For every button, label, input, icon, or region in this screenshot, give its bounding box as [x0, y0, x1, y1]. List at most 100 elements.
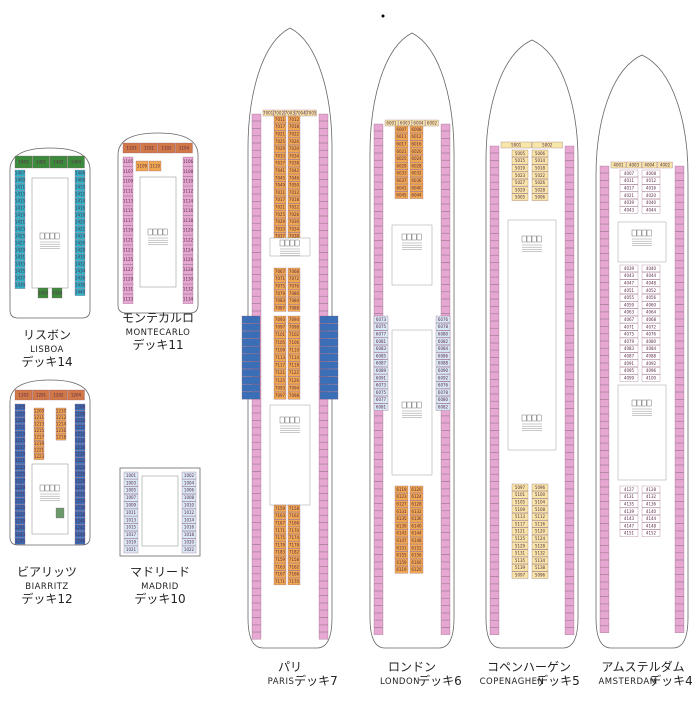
cabin-box — [287, 519, 301, 527]
cabin-box — [409, 544, 424, 552]
cabin-box — [674, 216, 685, 225]
cabin-box — [251, 442, 262, 450]
cabin-number: 1424 — [75, 234, 86, 239]
cabin-number: 1237 — [15, 512, 26, 517]
cabin-box — [489, 445, 500, 453]
cabin-box — [564, 211, 575, 219]
cabin: 1223 — [14, 464, 26, 471]
cabin-box — [674, 165, 685, 174]
cabin-box — [373, 138, 384, 146]
cabin — [440, 605, 451, 613]
cabin-number: 1006 — [184, 488, 195, 493]
cabin-number: 7171 — [275, 579, 286, 584]
cabin — [489, 218, 500, 227]
cabin-number: 1114 — [183, 198, 194, 203]
cabin — [564, 532, 575, 540]
cabin-box — [319, 376, 339, 385]
cabin — [318, 201, 329, 209]
cabin: 1022 — [181, 545, 197, 554]
cabin: 5128 — [531, 542, 549, 550]
cabin-box — [14, 253, 26, 261]
cabin — [599, 603, 610, 612]
cabin-box — [373, 627, 384, 635]
elevator-icon — [531, 235, 537, 243]
cabin: 1434 — [51, 287, 63, 299]
cabin-box — [123, 494, 139, 502]
cabin-number: 6131 — [396, 509, 407, 514]
cabin: 5096 — [531, 571, 549, 579]
cabin — [599, 165, 610, 174]
cabin — [564, 576, 575, 584]
cabin-box — [251, 296, 262, 304]
cabin-number: 7079 — [275, 291, 286, 296]
cabin — [674, 377, 685, 385]
cabin-box — [251, 230, 262, 238]
cabin: 1133 — [122, 294, 134, 304]
cabin: 1214 — [55, 420, 67, 428]
cabin-number: 6075 — [376, 324, 387, 329]
cabin-number: 4020 — [646, 193, 657, 198]
cabin-box — [440, 430, 451, 438]
cabin: 1403 — [14, 155, 33, 169]
cabin — [599, 246, 610, 254]
cabin-box — [409, 191, 424, 199]
cabin-box — [122, 225, 134, 236]
cabin-box — [564, 357, 575, 365]
cabin — [599, 282, 610, 290]
cabin-box — [674, 494, 685, 502]
cabin-number: 7163 — [275, 564, 286, 569]
cabin: 1434 — [74, 267, 86, 275]
cabin-number: 6012 — [411, 134, 422, 139]
cabin — [251, 405, 262, 414]
cabin — [373, 233, 384, 241]
cabin — [489, 167, 500, 175]
cabin-box — [318, 303, 329, 311]
cabin-box — [318, 143, 329, 151]
cabin-box — [55, 427, 67, 434]
cabin — [373, 189, 384, 197]
cabin-box — [14, 511, 26, 518]
cabin-number: 7025 — [275, 139, 286, 144]
cabin: 7030 — [287, 218, 301, 226]
cabin-box — [373, 503, 384, 511]
cabin — [674, 406, 685, 414]
cabin-box — [674, 362, 685, 371]
cabin: 5097 — [511, 483, 529, 492]
cabin: 7102 — [287, 331, 301, 339]
cabin-box — [123, 531, 139, 539]
cabin: 6082 — [435, 403, 451, 411]
cabin-box — [373, 430, 384, 438]
cabin-box — [122, 245, 134, 255]
cabin-box — [14, 504, 26, 511]
cabin-box — [287, 123, 301, 131]
cabin-box — [531, 171, 549, 179]
cabin-box — [74, 517, 86, 525]
cabin-number: 7084 — [289, 298, 300, 303]
cabin: 1004 — [181, 479, 197, 487]
cabin: 7041 — [273, 166, 287, 175]
cabin-box — [318, 566, 329, 574]
cabin-number: 1224 — [75, 465, 86, 470]
cabin-box — [440, 233, 451, 241]
cabin-box — [674, 282, 685, 290]
cabin-box — [182, 294, 194, 304]
cabin-box — [599, 209, 610, 217]
cabin-number: 5101 — [515, 492, 526, 497]
cabin-number: 6119 — [396, 487, 407, 492]
cabin-box — [674, 611, 685, 619]
cabin — [489, 569, 500, 577]
cabin — [319, 361, 339, 369]
cabin-box — [122, 294, 134, 304]
cabin — [251, 135, 262, 143]
cabin-box — [489, 145, 500, 154]
cabin-box — [287, 504, 301, 513]
cabin: 4131 — [619, 493, 639, 501]
cabin-box — [564, 153, 575, 161]
cabin-box — [619, 500, 639, 508]
cabin — [440, 138, 451, 146]
cabin-box — [619, 308, 639, 316]
cabin-box — [318, 208, 329, 216]
cabin-box — [657, 161, 673, 169]
cabin-box — [251, 405, 262, 414]
